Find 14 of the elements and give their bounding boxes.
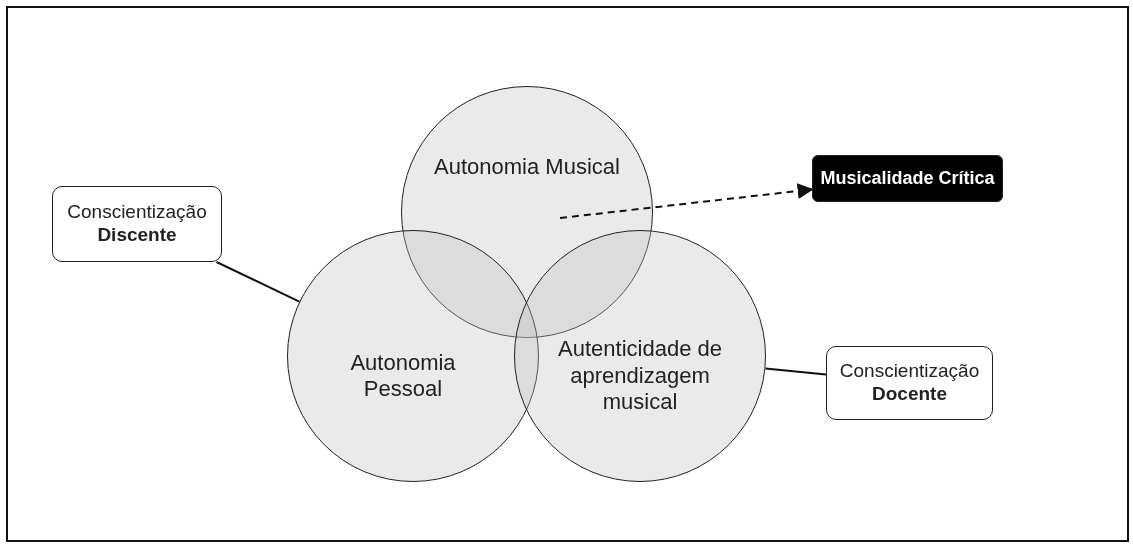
circle-label: Autonomia Pessoal: [349, 349, 457, 403]
box-heading: Conscientização: [839, 360, 980, 383]
box-label: Musicalidade Crítica: [820, 167, 995, 190]
circle-label: Autonomia Musical: [434, 153, 620, 181]
highlight-box: [812, 155, 1003, 202]
label-box: [826, 346, 993, 420]
dashed-arrow: [559, 183, 814, 219]
label-box: [52, 186, 222, 262]
box-heading: Conscientização: [67, 201, 207, 224]
circle-label: Autenticidade de aprendizagem musical: [557, 336, 723, 416]
connector-line: [215, 261, 301, 303]
box-subheading: Discente: [97, 224, 177, 247]
box-subheading: Docente: [872, 383, 947, 406]
connector-line: [764, 367, 827, 376]
